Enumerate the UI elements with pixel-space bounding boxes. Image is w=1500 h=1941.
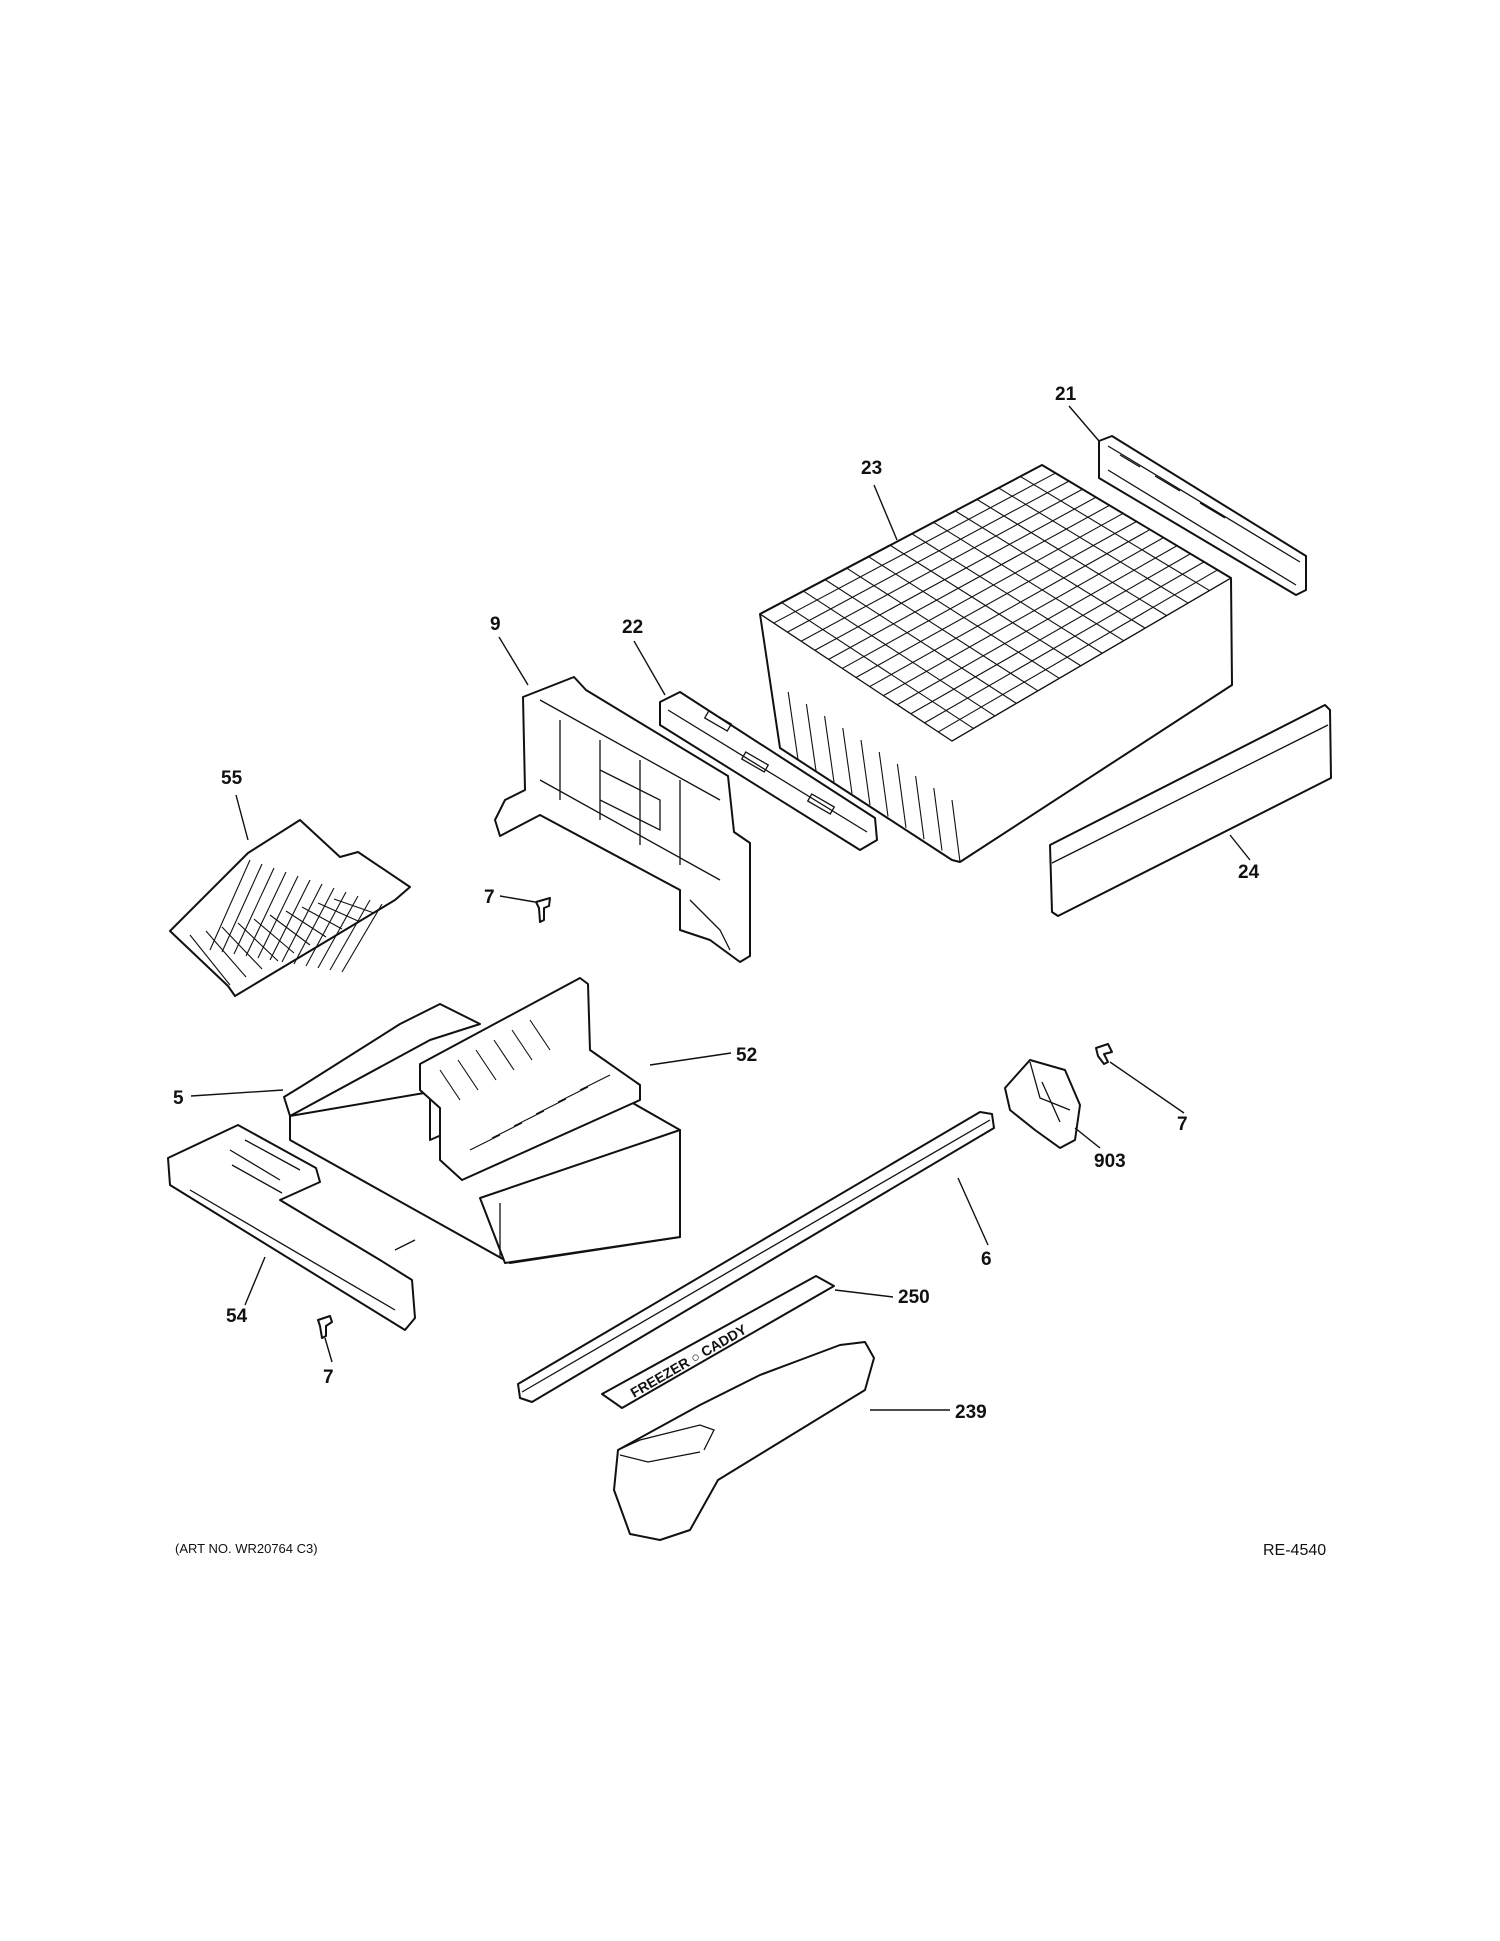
part-7-screw-lower xyxy=(317,1315,333,1339)
callout-9: 9 xyxy=(490,614,501,635)
part-7-screw-upper xyxy=(535,897,551,923)
part-6-long-rail xyxy=(517,1111,995,1403)
callout-250: 250 xyxy=(898,1287,930,1308)
callout-24: 24 xyxy=(1238,862,1260,883)
callout-23: 23 xyxy=(861,458,882,479)
callout-52: 52 xyxy=(736,1045,757,1066)
callout-7-right: 7 xyxy=(1177,1114,1188,1135)
callout-239: 239 xyxy=(955,1402,987,1423)
callout-21: 21 xyxy=(1055,384,1077,405)
leader-lines xyxy=(190,405,1251,1411)
callout-22: 22 xyxy=(622,617,643,638)
part-7-screw-right xyxy=(1095,1043,1113,1065)
callout-903: 903 xyxy=(1094,1151,1126,1172)
callout-54: 54 xyxy=(226,1306,248,1327)
part-55-grille xyxy=(169,819,411,997)
callout-7-lower: 7 xyxy=(323,1367,334,1388)
part-22-slide-rail xyxy=(659,691,878,851)
callout-55: 55 xyxy=(221,768,243,789)
part-23-wire-basket xyxy=(759,464,1233,863)
callout-5: 5 xyxy=(173,1088,184,1109)
part-21-rail xyxy=(1098,435,1307,596)
part-52-divider xyxy=(419,977,641,1181)
part-54-side-rail xyxy=(167,1124,416,1331)
part-903-clip xyxy=(1004,1059,1081,1149)
part-239-bin xyxy=(613,1341,875,1541)
callout-7-upper: 7 xyxy=(484,887,495,908)
callouts: 21 23 9 22 55 7 24 52 5 7 903 6 54 250 7… xyxy=(173,384,1260,1423)
part-5-pan xyxy=(283,1003,681,1264)
part-24-front-panel xyxy=(1049,704,1332,917)
art-number: (ART NO. WR20764 C3) xyxy=(175,1541,318,1556)
part-9-bracket xyxy=(494,676,751,963)
reference-number: RE-4540 xyxy=(1263,1542,1326,1559)
callout-6: 6 xyxy=(981,1249,992,1270)
